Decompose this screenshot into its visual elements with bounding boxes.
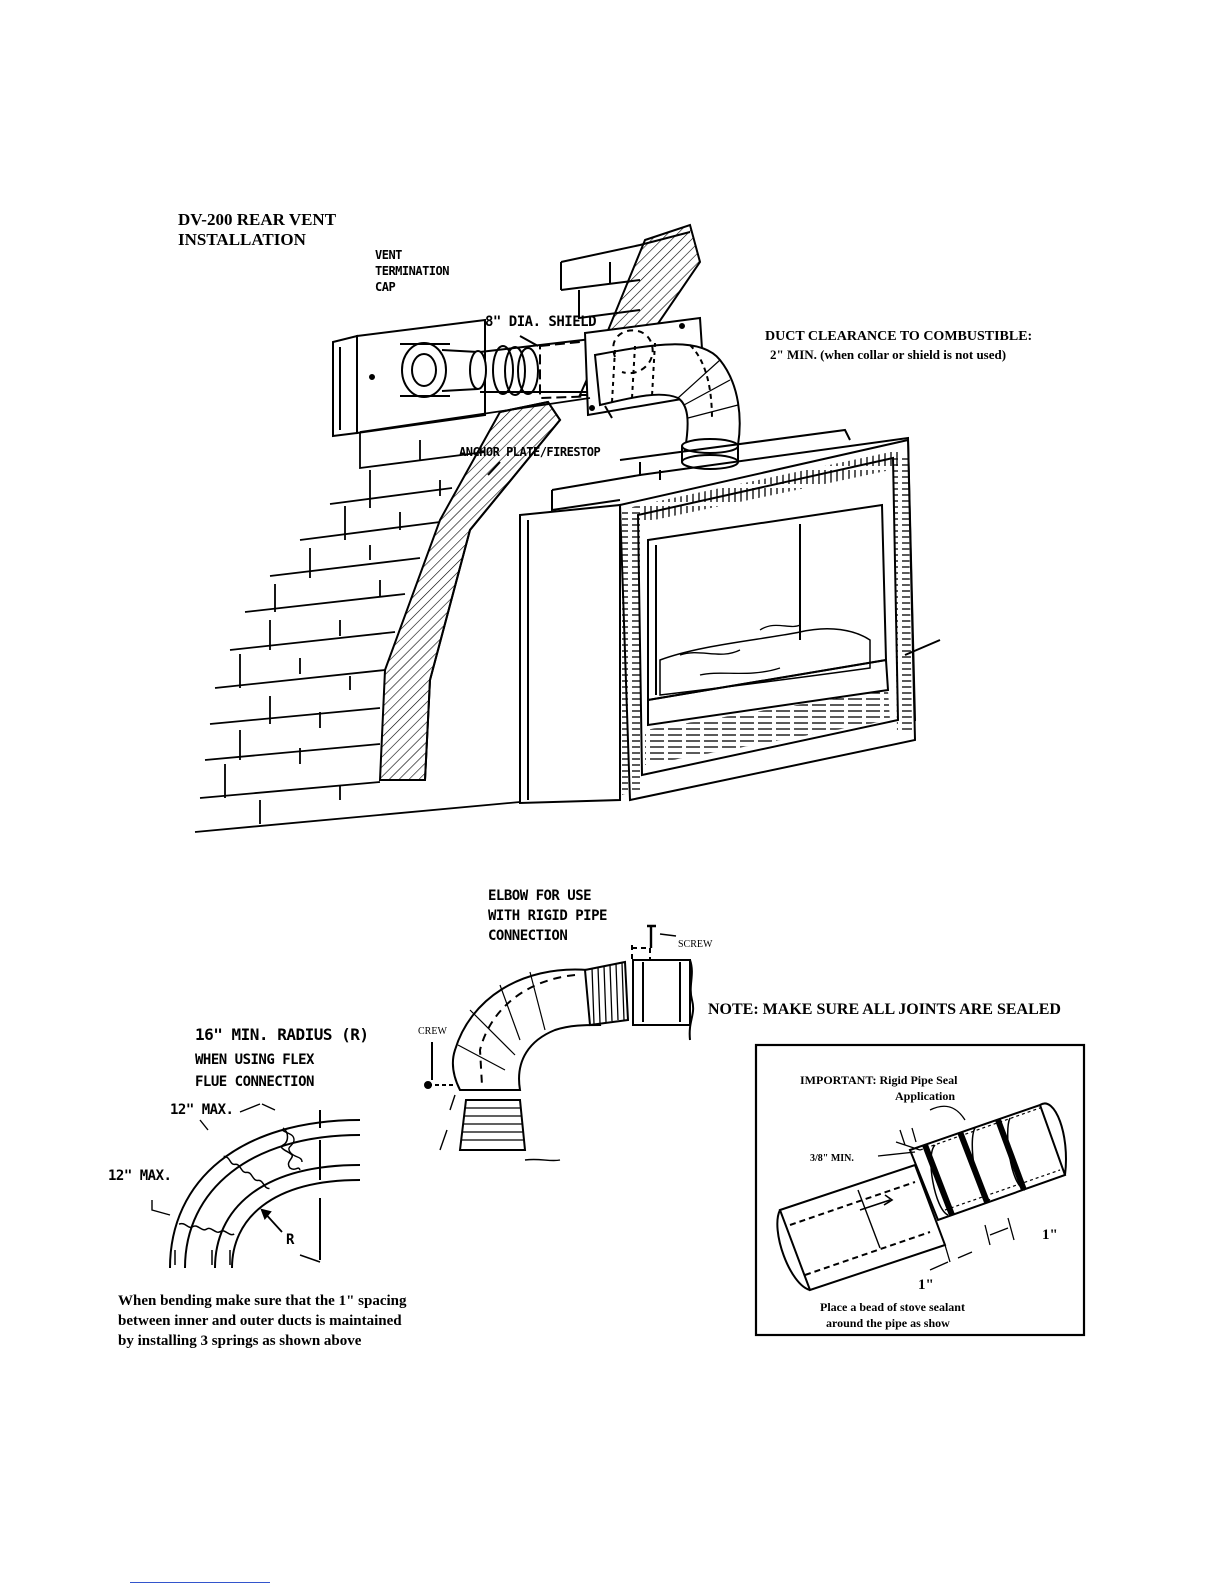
spring-middle: [223, 1155, 270, 1190]
vent-cap-label-line3: CAP: [375, 280, 396, 294]
seal-heading-line2: Application: [895, 1089, 956, 1103]
max-length-left: 12" MAX.: [108, 1168, 172, 1184]
main-title-line1: DV-200 REAR VENT: [178, 210, 337, 229]
vent-cap-label-line2: TERMINATION: [375, 264, 449, 278]
joints-sealed-note: NOTE: MAKE SURE ALL JOINTS ARE SEALED: [708, 1001, 1061, 1018]
clearance-label-line1: DUCT CLEARANCE TO COMBUSTIBLE:: [765, 329, 1033, 344]
seal-caption-line1: Place a bead of stove sealant: [820, 1300, 965, 1314]
flex-label-line2: WHEN USING FLEX: [195, 1052, 314, 1068]
shield-label: 8" DIA. SHIELD: [485, 314, 597, 330]
anchor-plate-label: ANCHOR PLATE/FIRESTOP: [459, 445, 601, 459]
dimension-bottom: 1": [918, 1277, 934, 1293]
rear-vent-installation-drawing: [194, 223, 941, 833]
elbow-label-line1: ELBOW FOR USE: [488, 888, 592, 904]
rigid-elbow-drawing: [424, 924, 695, 1162]
max-length-top: 12" MAX.: [170, 1102, 234, 1118]
flex-label-line3: FLUE CONNECTION: [195, 1074, 314, 1090]
radius-mark: R: [286, 1232, 294, 1248]
rigid-elbow: [451, 968, 602, 1091]
seal-caption-line2: around the pipe as show: [826, 1316, 950, 1330]
dimension-right: 1": [1042, 1227, 1058, 1243]
rigid-pipe-section: [632, 959, 691, 1026]
footer-link-rule: [130, 1582, 270, 1583]
screw-label-left: CREW: [418, 1026, 447, 1037]
clearance-label-line2: 2" MIN. (when collar or shield is not us…: [770, 347, 1007, 362]
inner-duct-arc: [214, 1164, 361, 1269]
screw-label-right: SCREW: [678, 939, 713, 950]
fireplace-unit: [519, 428, 941, 805]
main-title-line2: INSTALLATION: [178, 230, 306, 249]
spring-bottom: [178, 1222, 235, 1236]
flex-caption-line3: by installing 3 springs as shown above: [118, 1333, 362, 1349]
outer-duct-arc: [169, 1119, 361, 1269]
flex-caption-line2: between inner and outer ducts is maintai…: [118, 1313, 402, 1329]
flex-caption-line1: When bending make sure that the 1" spaci…: [118, 1293, 407, 1309]
flex-label-line1: 16" MIN. RADIUS (R): [195, 1025, 369, 1044]
elbow-label-line3: CONNECTION: [488, 928, 568, 944]
flex-radius-drawing: [151, 1103, 361, 1269]
vent-cap-label-line1: VENT: [375, 248, 402, 262]
vent-cap-opening: [401, 342, 447, 398]
min-gap-label: 3/8" MIN.: [810, 1153, 854, 1164]
inner-pipe: [778, 1163, 947, 1292]
seal-application-box: [754, 1043, 1086, 1337]
lower-brick-wall: [194, 397, 591, 833]
logs: [659, 627, 871, 696]
seal-heading-line1: IMPORTANT: Rigid Pipe Seal: [800, 1073, 958, 1087]
elbow-label-line2: WITH RIGID PIPE: [488, 908, 607, 924]
spring-top: [280, 1127, 301, 1171]
